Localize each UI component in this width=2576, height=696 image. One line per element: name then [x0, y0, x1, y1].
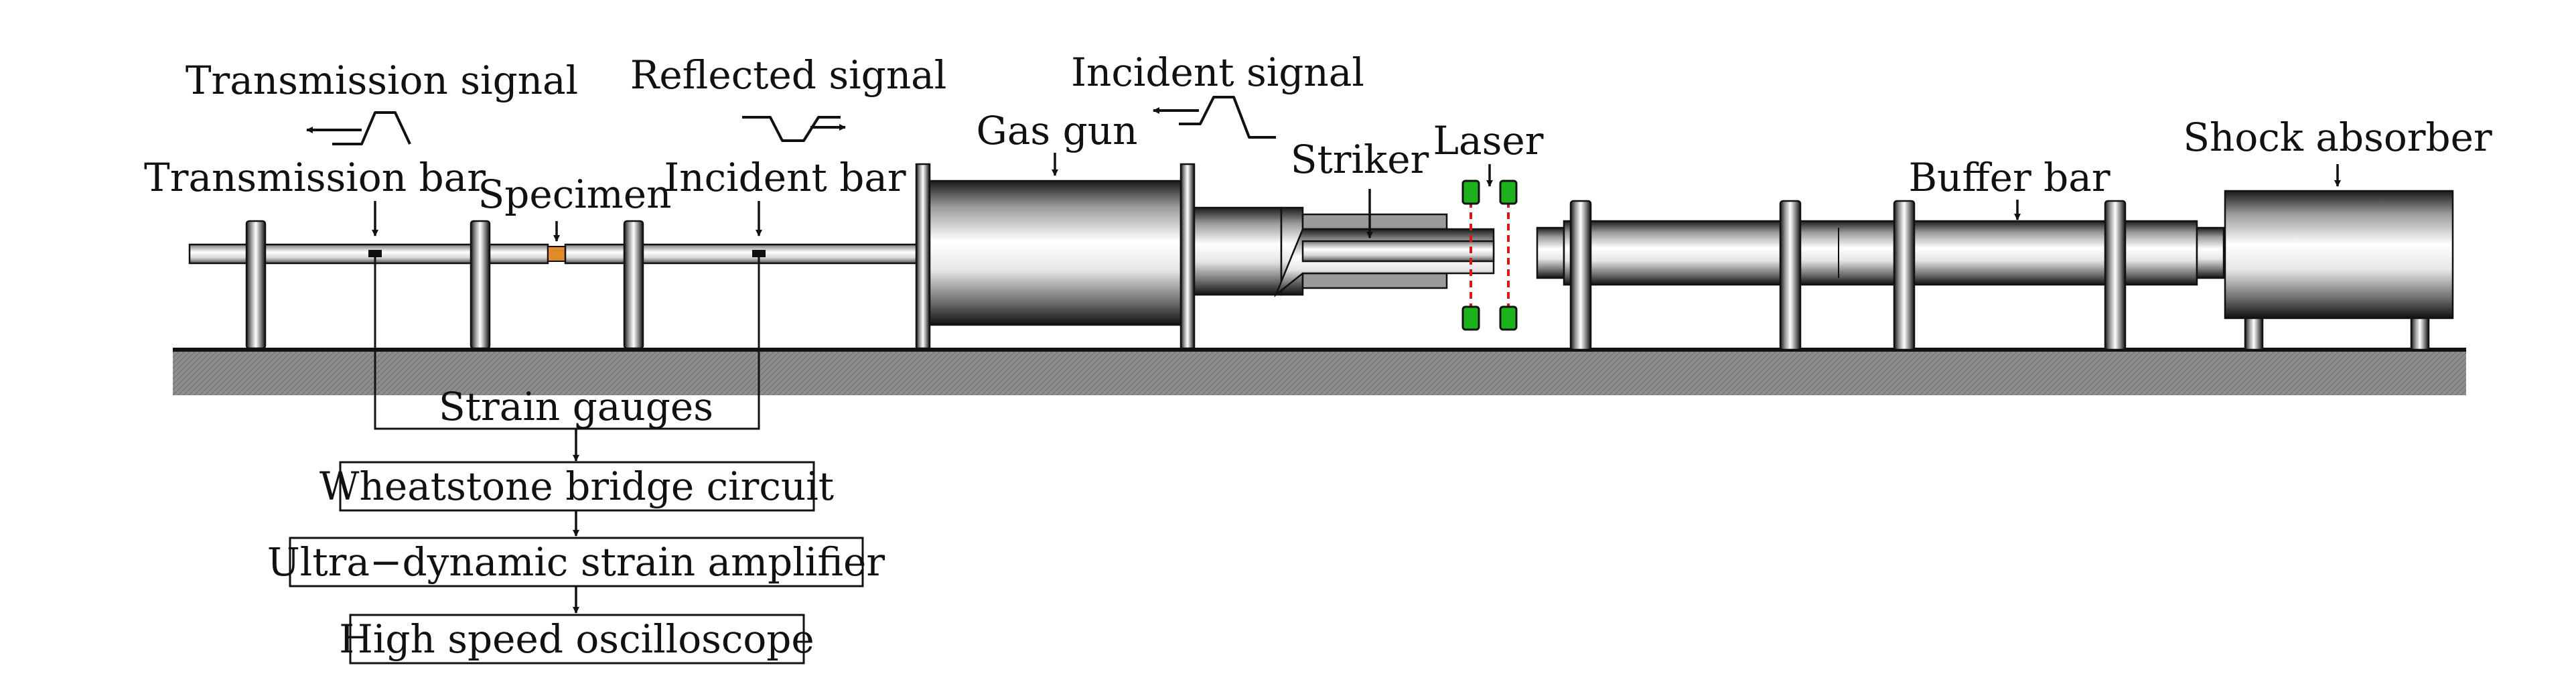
amplifier-box [289, 537, 864, 587]
incident-bar [564, 243, 922, 265]
bar-support [245, 220, 267, 350]
shock-absorber-label: Shock absorber [2183, 115, 2492, 160]
wheatstone-box [339, 461, 815, 512]
incident-signal-icon [1153, 96, 1276, 139]
reflected-signal-icon [742, 116, 846, 142]
reflected-signal-label: Reflected signal [630, 52, 947, 98]
transmission-signal-icon [306, 111, 411, 145]
buffer-bar-head [1536, 226, 1565, 279]
specimen-block [547, 246, 566, 262]
striker-label: Striker [1291, 137, 1429, 182]
ground [173, 350, 2466, 395]
striker-tube [1301, 272, 1448, 289]
buffer-bar-label: Buffer bar [1908, 155, 2110, 200]
amplifier-label: Ultra−dynamic strain amplifier [267, 539, 885, 585]
buffer-support [2104, 200, 2127, 351]
gas-gun-body [928, 180, 1182, 326]
laser-sensor [1499, 305, 1518, 331]
strain-gauge [752, 250, 766, 257]
buffer-support [1779, 200, 1802, 351]
gauge-wire [374, 257, 760, 430]
bar-support [623, 220, 644, 350]
strain-gauges-label: Strain gauges [439, 384, 713, 429]
transmission-bar-label: Transmission bar [144, 155, 486, 200]
strain-gauge [368, 250, 382, 257]
buffer-bar-end [2196, 226, 2225, 279]
striker-rod [1301, 240, 1495, 263]
wheatstone-label: Wheatstone bridge circuit [319, 464, 834, 509]
oscilloscope-label: High speed oscilloscope [339, 616, 814, 662]
shock-absorber-body [2224, 190, 2454, 320]
incident-signal-label: Incident signal [1071, 50, 1364, 95]
laser-sensor [1461, 180, 1480, 205]
laser-sensor [1499, 180, 1518, 205]
gas-gun-flange [1179, 163, 1196, 350]
striker-tube [1301, 213, 1448, 230]
laser-sensor [1461, 305, 1480, 331]
bar-support [470, 220, 491, 350]
shock-absorber-leg [2410, 317, 2430, 351]
buffer-support [1569, 200, 1592, 351]
gun-barrel [1193, 206, 1283, 296]
transmission-signal-label: Transmission signal [186, 58, 578, 103]
buffer-bar [1563, 220, 2198, 286]
incident-bar-label: Incident bar [664, 155, 906, 200]
shock-absorber-leg [2244, 317, 2264, 351]
gas-gun-label: Gas gun [977, 108, 1138, 153]
oscilloscope-box [349, 614, 805, 665]
buffer-support [1893, 200, 1916, 351]
specimen-label: Specimen [478, 171, 672, 217]
gas-gun-flange [915, 163, 931, 350]
laser-label: Laser [1433, 118, 1544, 163]
